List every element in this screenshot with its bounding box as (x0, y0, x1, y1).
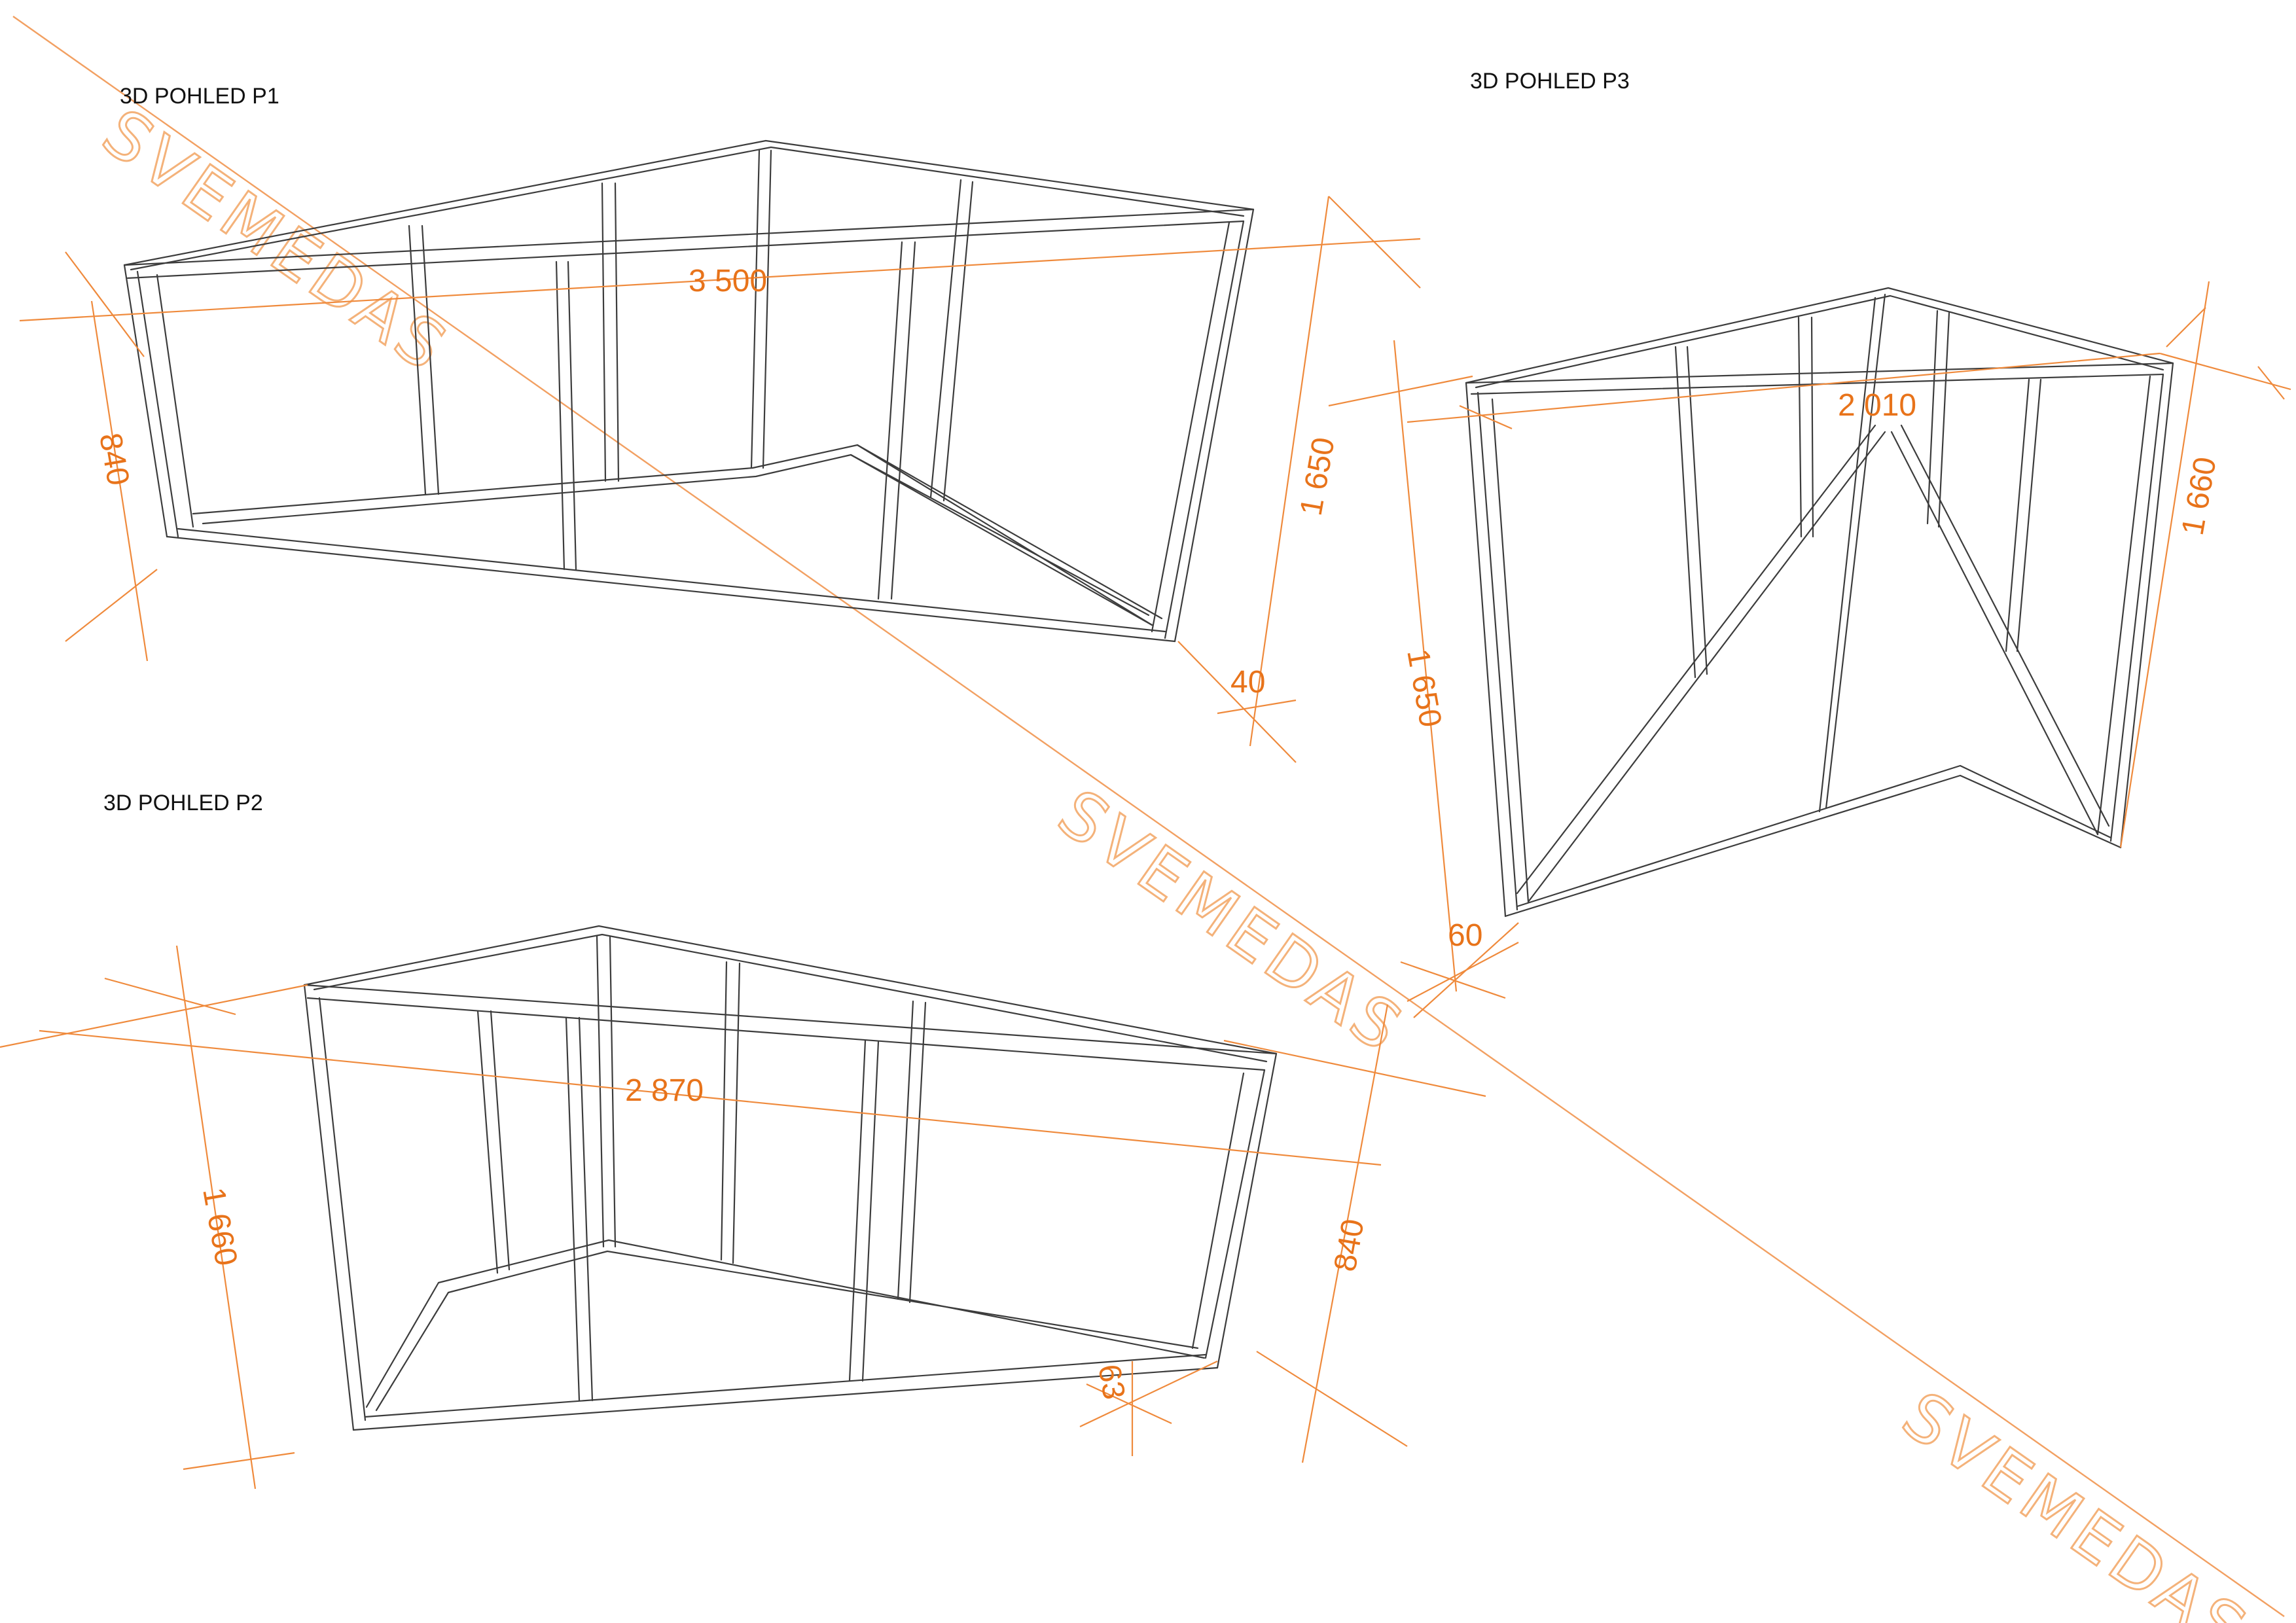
dim-p2-profile: 63 (1091, 1362, 1131, 1402)
dim-p3-height-left: 1 650 (1400, 647, 1448, 730)
dimension-lines-p1 (19, 196, 1421, 763)
frame-p3 (1465, 287, 2174, 918)
watermark-text: SVEMEDAS (1045, 775, 1418, 1069)
watermark-3: SVEMEDAS (1888, 1376, 2264, 1623)
dim-p3-height-right: 1 660 (2176, 454, 2223, 538)
view-title-p3: 3D POHLED P3 (1470, 69, 1630, 94)
frame-p1 (123, 139, 1255, 643)
dim-p3-profile: 60 (1448, 918, 1482, 953)
dim-p3-length: 2 010 (1838, 388, 1916, 423)
watermark-text: SVEMEDAS (1889, 1377, 2263, 1623)
view-title-p1: 3D POHLED P1 (120, 84, 279, 109)
dim-p2-length: 2 870 (625, 1073, 704, 1108)
diagonal-guide-line (12, 16, 2285, 1617)
watermark-text: SVEMEDAS (89, 94, 463, 388)
dimension-lines-p2 (0, 945, 1486, 1489)
dim-p1-height: 1 650 (1294, 435, 1342, 518)
watermark-1: SVEMEDAS (88, 93, 464, 389)
dim-p1-depth: 840 (92, 431, 135, 488)
dim-p1-length: 3 500 (689, 264, 767, 298)
watermark-2: SVEMEDAS (1044, 774, 1420, 1069)
view-title-p2: 3D POHLED P2 (103, 791, 263, 815)
dim-p2-depth: 840 (1328, 1217, 1371, 1274)
dim-p1-profile: 40 (1230, 665, 1265, 700)
dimension-lines-p3 (1328, 281, 2291, 1018)
frame-p2 (303, 925, 1278, 1431)
dim-p2-height: 1 660 (196, 1185, 243, 1269)
